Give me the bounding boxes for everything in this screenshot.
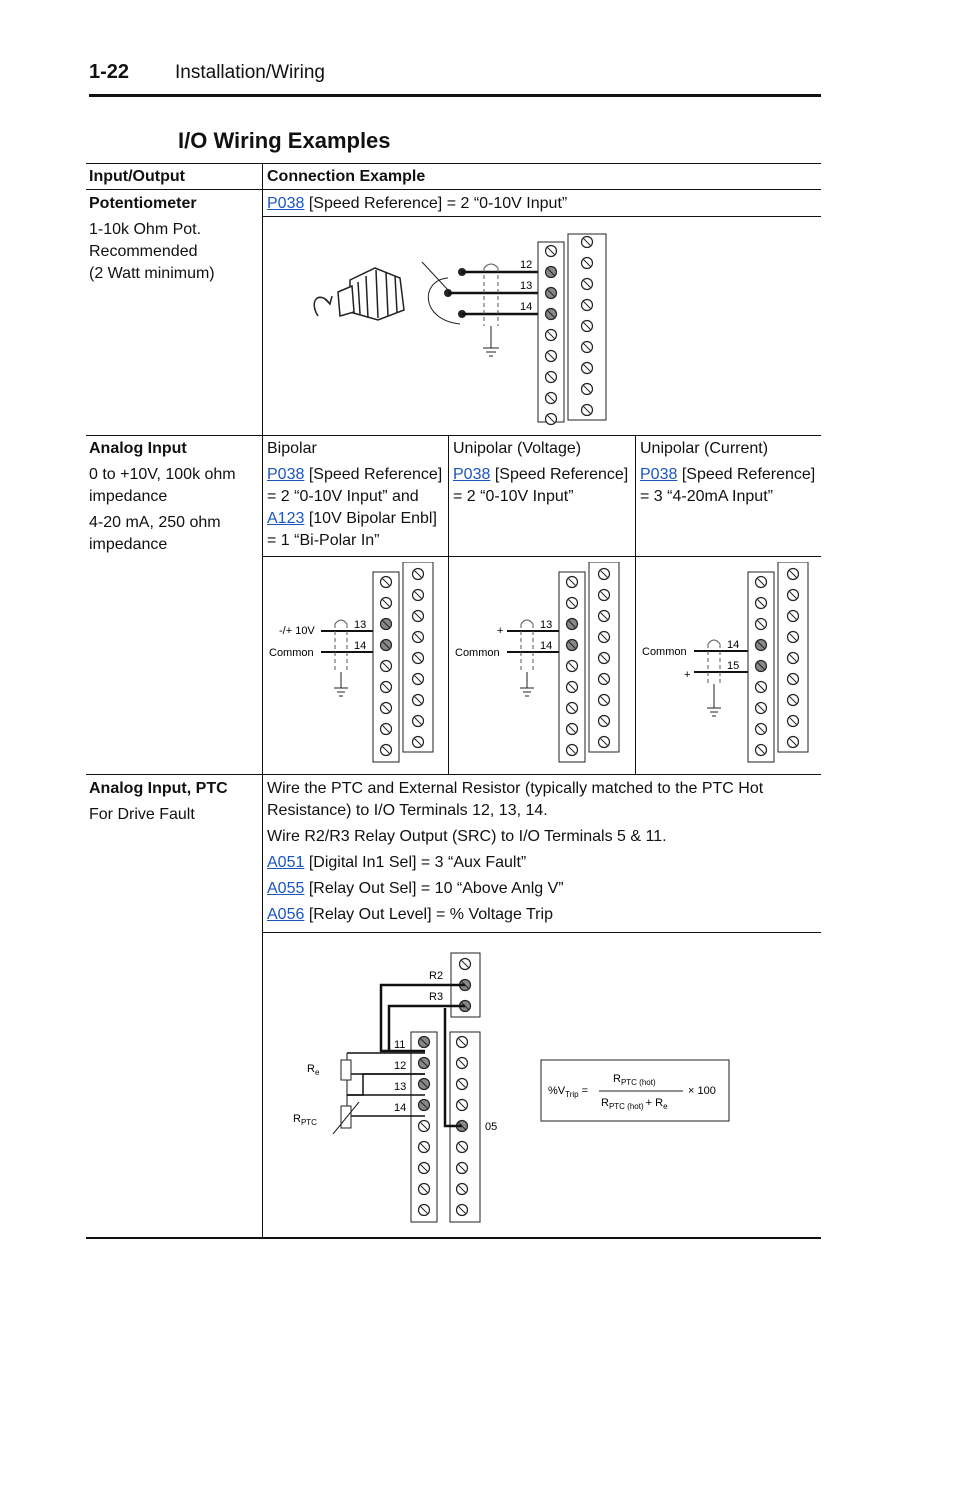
row-desc-line: For Drive Fault [89, 806, 195, 823]
param-text: [Relay Out Sel] = 10 “Above Anlg V” [308, 880, 564, 897]
section-title: I/O Wiring Examples [178, 128, 391, 153]
ptc-thermistor-icon [340, 1105, 352, 1129]
param-text: [10V Bipolar Enbl] = 1 “Bi-Polar In” [267, 510, 437, 549]
row-desc-line: Recommended [89, 243, 198, 260]
sub-title: Unipolar (Current) [640, 440, 769, 457]
signal-label: + [497, 625, 503, 637]
terminal-label: 13 [520, 280, 532, 292]
row-desc-line: 1-10k Ohm Pot. [89, 221, 202, 238]
formula-numerator: RPTC (hot) [613, 1073, 656, 1087]
table-top-rule [86, 163, 821, 164]
param-text: [Digital In1 Sel] = 3 “Aux Fault” [308, 854, 527, 871]
page-number: 1-22 [89, 61, 130, 83]
sub-title: Unipolar (Voltage) [453, 440, 582, 457]
param-link[interactable]: P038 [640, 466, 678, 483]
sub-column-divider-1 [448, 435, 449, 774]
param-link[interactable]: A051 [267, 854, 305, 871]
param-text: [Speed Reference] = 2 “0-10V Input” [453, 466, 629, 505]
row-name: Analog Input [89, 440, 187, 457]
formula-denominator: RPTC (hot)+ Re [601, 1097, 668, 1111]
header-rule [89, 94, 821, 97]
terminal-label: 12 [394, 1060, 406, 1072]
re-label: Re [307, 1063, 320, 1077]
instruction-line: Wire the PTC and External Resistor (typi… [267, 780, 764, 819]
formula-multiplier: × 100 [688, 1085, 716, 1097]
table-bottom-rule [86, 1237, 821, 1239]
unipolar-voltage-config: Unipolar (Voltage) P038 [Speed Reference… [453, 438, 631, 508]
row3-divider [262, 932, 821, 933]
rptc-label: RPTC [293, 1113, 317, 1127]
row1-divider [262, 216, 821, 217]
param-link[interactable]: P038 [453, 466, 491, 483]
formula-lhs: %VTrip= [548, 1085, 588, 1099]
terminal-label: 12 [520, 259, 532, 271]
terminal-label: 13 [540, 619, 552, 631]
unipolar-voltage-wiring-diagram: + Common 13 14 [455, 562, 620, 763]
row-desc-line: 4-20 mA, 250 ohm impedance [89, 514, 221, 553]
bipolar-wiring-diagram: -/+ 10V Common 13 14 [269, 562, 434, 763]
param-text: [Speed Reference] = 2 “0-10V Input” and [267, 466, 443, 505]
column-header-input: Input/Output [89, 168, 185, 185]
resistor-icon [340, 1059, 352, 1081]
table-header-rule [86, 189, 821, 190]
relay-label: R3 [429, 991, 443, 1003]
terminal-label: 14 [540, 640, 552, 652]
signal-label: Common [455, 647, 500, 659]
param-text: [Speed Reference] = 2 “0-10V Input” [308, 195, 568, 212]
row-ptc-info: Analog Input, PTC For Drive Fault [89, 778, 259, 830]
ptc-instructions: Wire the PTC and External Resistor (typi… [267, 778, 815, 930]
terminal-label: 13 [354, 619, 366, 631]
unipolar-current-config: Unipolar (Current) P038 [Speed Reference… [640, 438, 818, 508]
page-header-title: Installation/Wiring [175, 62, 325, 83]
row-potentiometer-info: Potentiometer 1-10k Ohm Pot. Recommended… [89, 193, 259, 285]
relay-label: R2 [429, 970, 443, 982]
row-desc-line: (2 Watt minimum) [89, 265, 215, 282]
param-link[interactable]: P038 [267, 195, 305, 212]
signal-label: Common [642, 646, 687, 658]
terminal-label: 13 [394, 1081, 406, 1093]
row2-divider [262, 556, 821, 557]
param-link[interactable]: A123 [267, 510, 305, 527]
param-link[interactable]: A055 [267, 880, 305, 897]
param-text: [Speed Reference] = 3 “4-20mA Input” [640, 466, 816, 505]
signal-label: + [684, 669, 690, 681]
instruction-line: Wire R2/R3 Relay Output (SRC) to I/O Ter… [267, 828, 667, 845]
bipolar-config: Bipolar P038 [Speed Reference] = 2 “0-10… [267, 438, 445, 552]
param-link[interactable]: A056 [267, 906, 305, 923]
row2-bottom-rule [86, 774, 821, 775]
terminal-label: 15 [727, 660, 739, 672]
terminal-label: 14 [727, 639, 739, 651]
potentiometer-param: P038 [Speed Reference] = 2 “0-10V Input” [267, 193, 567, 215]
row1-bottom-rule [86, 435, 821, 436]
terminal-label: 11 [394, 1039, 405, 1051]
row-desc-line: 0 to +10V, 100k ohm impedance [89, 466, 236, 505]
param-link[interactable]: P038 [267, 466, 305, 483]
terminal-05-label: 05 [485, 1121, 497, 1133]
signal-label: Common [269, 647, 314, 659]
param-text: [Relay Out Level] = % Voltage Trip [308, 906, 553, 923]
potentiometer-wiring-diagram: 12 13 14 [313, 233, 607, 426]
sub-column-divider-2 [635, 435, 636, 774]
column-header-connection: Connection Example [267, 168, 426, 185]
sub-title: Bipolar [267, 440, 317, 457]
row-name: Analog Input, PTC [89, 780, 228, 797]
terminal-label: 14 [520, 301, 532, 313]
signal-label: -/+ 10V [279, 625, 315, 637]
column-divider [262, 163, 263, 1238]
ptc-wiring-diagram: R2 R3 05 11 12 13 14 Re RPTC %VTrip= RPT… [293, 952, 730, 1223]
terminal-label: 14 [354, 640, 366, 652]
unipolar-current-wiring-diagram: Common + 14 15 [642, 562, 809, 763]
row-name: Potentiometer [89, 195, 197, 212]
row-analog-input-info: Analog Input 0 to +10V, 100k ohm impedan… [89, 438, 259, 560]
terminal-label: 14 [394, 1102, 406, 1114]
potentiometer-icon [313, 267, 405, 321]
